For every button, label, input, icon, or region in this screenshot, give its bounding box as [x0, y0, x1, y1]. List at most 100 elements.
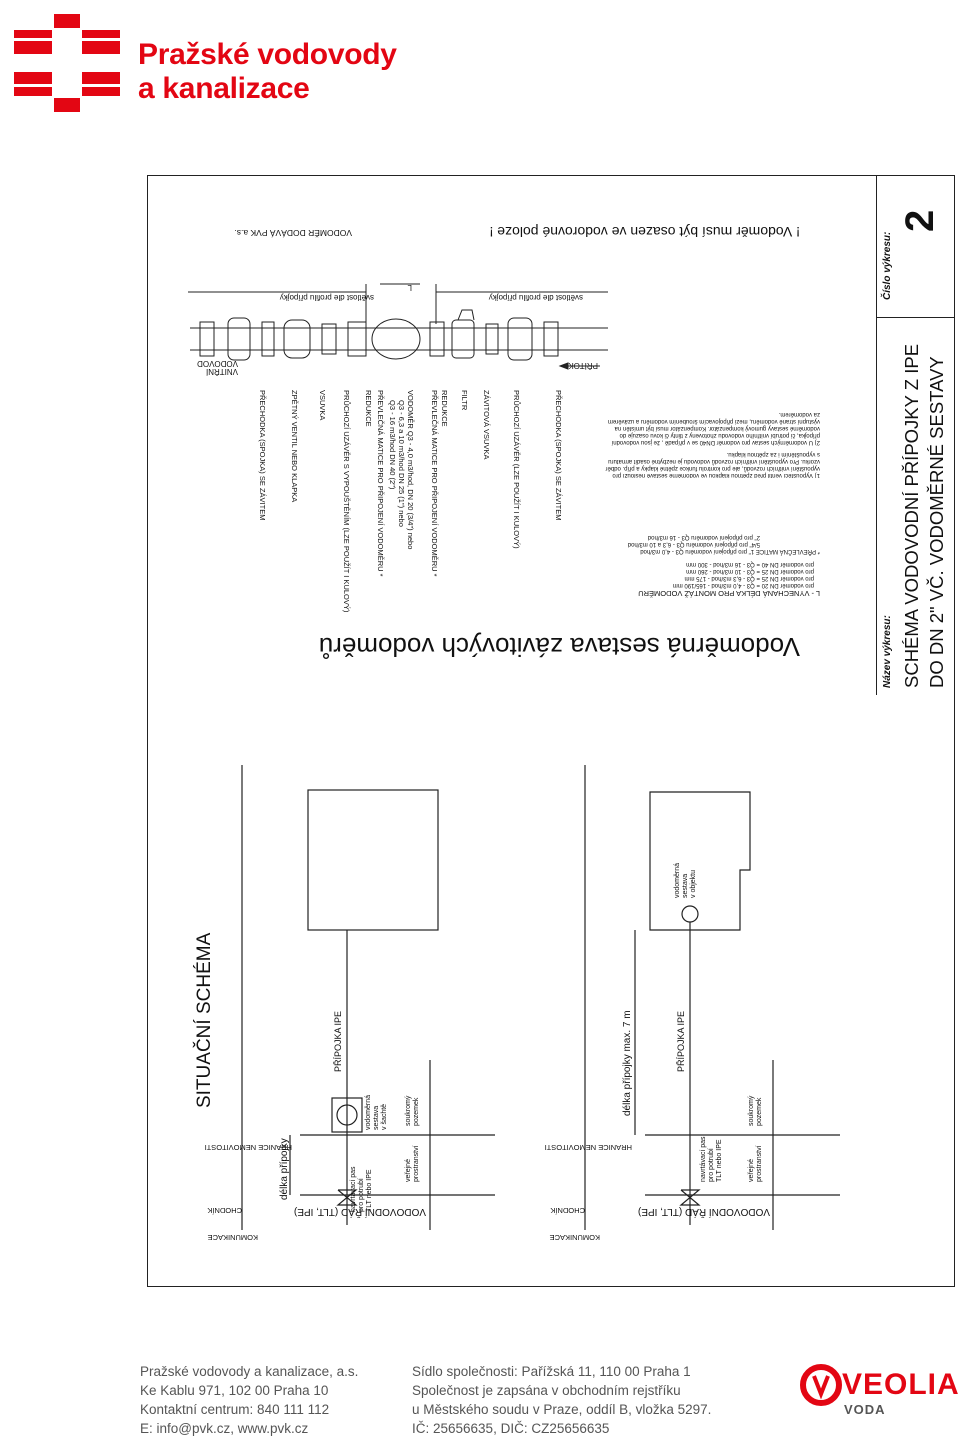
left-length-label: délka přípojky — [279, 1138, 290, 1200]
left-public-note: veřejné prostranství — [405, 1145, 421, 1182]
length-table: L - VYNECHANÁ DÉLKA PRO MONTÁŽ VODOMĚRU … — [628, 533, 820, 598]
company-name: Pražské vodovody a kanalizace — [138, 38, 397, 106]
meter-note-line: vodoměrná — [365, 1094, 372, 1130]
valve-note-line: pro potrubí — [708, 1148, 715, 1182]
part-label: Q3 - 6,3 a 10 m3/hod DN 25 (1") nebo — [397, 400, 406, 527]
nut-row: 5/4" pro připojení vodoměru Q3 - 6,3 a 1… — [627, 541, 760, 547]
left-communication-label: KOMUNIKACE — [207, 1233, 258, 1242]
right-private-note: soukromý pozemek — [748, 1096, 764, 1126]
part-label: ZPĚTNÝ VENTIL NEBO KLAPKA — [290, 390, 299, 503]
footer-line: u Městského soudu v Praze, oddíl B, vlož… — [412, 1402, 712, 1417]
right-main-label: VODOVODNÍ ŘÁD (TLT, IPE) — [637, 1206, 770, 1217]
footer-company-info: Pražské vodovody a kanalizace, a.s. Ke K… — [140, 1362, 358, 1438]
part-label: PRŮCHOZÍ UZÁVĚR S VYPOUŠTĚNÍM (LZE POUŽÍ… — [342, 390, 351, 613]
part-label: FILTR — [460, 390, 469, 411]
part-label: VSUVKA — [318, 390, 327, 421]
valve-note-line: navrtávací pas — [350, 1166, 357, 1212]
nut-row: 2" pro připojení vodoměru Q3 - 16 m3/hod — [647, 534, 760, 540]
part-label: PŘEVLEČNÁ MATICE PRO PŘIPOJENÍ VODOMĚRU … — [430, 390, 439, 577]
right-valve-note: navrtávací pas pro potrubí TLT nebo IPE — [700, 1136, 724, 1182]
note-line: přípojka, či potrubí vnitřního vodovodu … — [619, 432, 820, 438]
right-length-label: délka přípojky max. 7 m — [622, 1010, 633, 1116]
public-note-line: veřejné — [748, 1159, 755, 1182]
footer-line: Společnost je zapsána v obchodním rejstř… — [412, 1383, 681, 1398]
footer-line: Pražské vodovody a kanalizace, a.s. — [140, 1364, 359, 1379]
private-note-line: soukromý — [405, 1095, 412, 1126]
horizontal-warning: ! Vodoměr musí být osazen ve vodorovné p… — [489, 224, 800, 240]
note-line: 2) U vodoměrných sestav pro vodoměr DN40… — [611, 439, 820, 445]
veolia-wordmark: VEOLIA — [842, 1368, 960, 1401]
part-label: PŘECHODKA (SPOJKA) SE ZÁVITEM — [554, 390, 563, 521]
veolia-sub: VODA — [844, 1402, 886, 1417]
part-label: PŘEVLEČNÁ MATICE PRO PŘIPOJENÍ VODOMĚRU … — [376, 390, 385, 577]
right-sidewalk-label: CHODNÍK — [550, 1206, 585, 1215]
left-valve-note: navrtávací pas pro potrubí TLT nebo IPE — [350, 1166, 374, 1212]
valve-note-line: pro potrubí — [358, 1178, 365, 1212]
right-meter-note: vodoměrná sestava v objektu — [674, 863, 698, 898]
note-line: výstupní straně vodoměru, mezi připojova… — [607, 418, 820, 424]
note-line: vodoměrné sestavy gumový kompenzátor. Ko… — [614, 425, 820, 431]
veolia-logo: VEOLIA VODA — [800, 1362, 960, 1422]
part-label: PŘECHODKA (SPOJKA) SE ZÁVITEM — [258, 390, 267, 521]
pvk-logo-icon — [14, 14, 120, 112]
assembly-title: Vodoměrná sestava závitových vodoměrů — [318, 632, 800, 662]
footer-line: Sídlo společnosti: Pařížská 11, 110 00 P… — [412, 1364, 691, 1379]
nut-title: * PŘEVLEČNÁ MATICE 1" pro připojení vodo… — [640, 548, 820, 554]
meter-note-line: vodoměrná — [674, 862, 681, 898]
note-line: 1) Vypouštěcí ventil před zpětnou klapko… — [612, 472, 820, 478]
meter-note-line: sestava — [373, 1105, 380, 1130]
valve-note-line: TLT nebo IPE — [366, 1169, 373, 1212]
drawing-number: 2 — [898, 209, 942, 232]
private-note-line: pozemek — [413, 1097, 420, 1126]
drawing-name-line2: DO DN 2" VČ. VODOMĚRNÉ SESTAVY — [926, 356, 947, 688]
part-label: ZÁVITOVÁ VSUVKA — [482, 390, 491, 460]
valve-note-line: navrtávací pas — [700, 1136, 707, 1182]
meter-note-line: v objektu — [690, 869, 697, 898]
note-line: vypouštění vnitřních rozvodů, ale pro ko… — [605, 465, 820, 471]
drawing-name-label: Název výkresu: — [882, 615, 893, 688]
footer-line: IČ: 25656635, DIČ: CZ25656635 — [412, 1421, 610, 1436]
footer-line: Kontaktní centrum: 840 111 112 — [140, 1402, 330, 1417]
meter-assembly-drawing — [188, 283, 608, 370]
meter-note-line: v šachtě — [381, 1103, 388, 1130]
situation-drawing — [241, 765, 840, 1230]
veolia-logo-icon — [800, 1364, 842, 1406]
meter-note-line: sestava — [682, 873, 689, 898]
footer-line: Ke Kablu 971, 102 00 Praha 10 — [140, 1383, 329, 1398]
public-note-line: veřejné — [405, 1159, 412, 1182]
private-note-line: pozemek — [756, 1097, 763, 1126]
public-note-line: prostranství — [413, 1145, 420, 1182]
drawing-number-label: Číslo výkresu: — [882, 231, 893, 300]
drawing-name-line1: SCHÉMA VODOVODNÍ PŘÍPOJKY Z IPE — [901, 343, 922, 688]
length-row: pro vodoměr DN 25 = Q3 - 6,3 m3/hod - 17… — [684, 575, 814, 581]
footer-registration-info: Sídlo společnosti: Pařížská 11, 110 00 P… — [412, 1362, 711, 1438]
part-label: REDUKCE — [364, 390, 373, 427]
supplier-note: VODOMĚR DODÁVÁ PVK a.s. — [234, 228, 352, 238]
drawing-frame — [147, 175, 955, 1287]
part-label: PRŮCHOZÍ UZÁVĚR (LZE POUŽÍT I KULOVÝ) — [512, 390, 521, 549]
length-row: pro vodoměr DN 25 = Q3 - 10 m3/hod - 260… — [686, 568, 814, 574]
company-name-line2: a kanalizace — [138, 72, 310, 105]
left-connection-label: PŘÍPOJKA IPE — [333, 1010, 343, 1072]
note-line: vzorku. Pro vypouštění vnitřních rozvodů… — [608, 458, 820, 464]
public-note-line: prostranství — [756, 1145, 763, 1182]
note-line: za vodoměrem. — [778, 411, 820, 417]
private-note-line: soukromý — [748, 1095, 755, 1126]
left-meter-note: vodoměrná sestava v šachtě — [365, 1095, 389, 1130]
right-connection-label: PŘÍPOJKA IPE — [676, 1010, 686, 1072]
part-label: Q3 - 16 m3/hod DN 40 (2") — [388, 400, 397, 490]
right-boundary-label: HRANICE NEMOVITOSTI — [544, 1143, 632, 1152]
footer-line: E: info@pvk.cz, www.pvk.cz — [140, 1421, 309, 1436]
part-label: REDUKCE — [440, 390, 449, 427]
valve-note-line: TLT nebo IPE — [716, 1139, 723, 1182]
company-name-line1: Pražské vodovody — [138, 38, 397, 71]
left-sidewalk-label: CHODNÍK — [207, 1206, 242, 1215]
left-private-note: soukromý pozemek — [405, 1096, 421, 1126]
title-block — [876, 175, 955, 695]
length-row: pro vodoměr DN 20 = Q3 - 4,0 m3/hod - 16… — [672, 582, 814, 588]
right-communication-label: KOMUNIKACE — [549, 1233, 600, 1242]
right-public-note: veřejné prostranství — [748, 1145, 764, 1182]
note-line: s vypouštěním i za zpětnou klapku. — [726, 451, 820, 457]
length-row: pro vodoměr DN 40 = Q3 - 16 m3/hod - 300… — [686, 561, 814, 567]
length-title: L - VYNECHANÁ DÉLKA PRO MONTÁŽ VODOMĚRU — [638, 589, 820, 598]
